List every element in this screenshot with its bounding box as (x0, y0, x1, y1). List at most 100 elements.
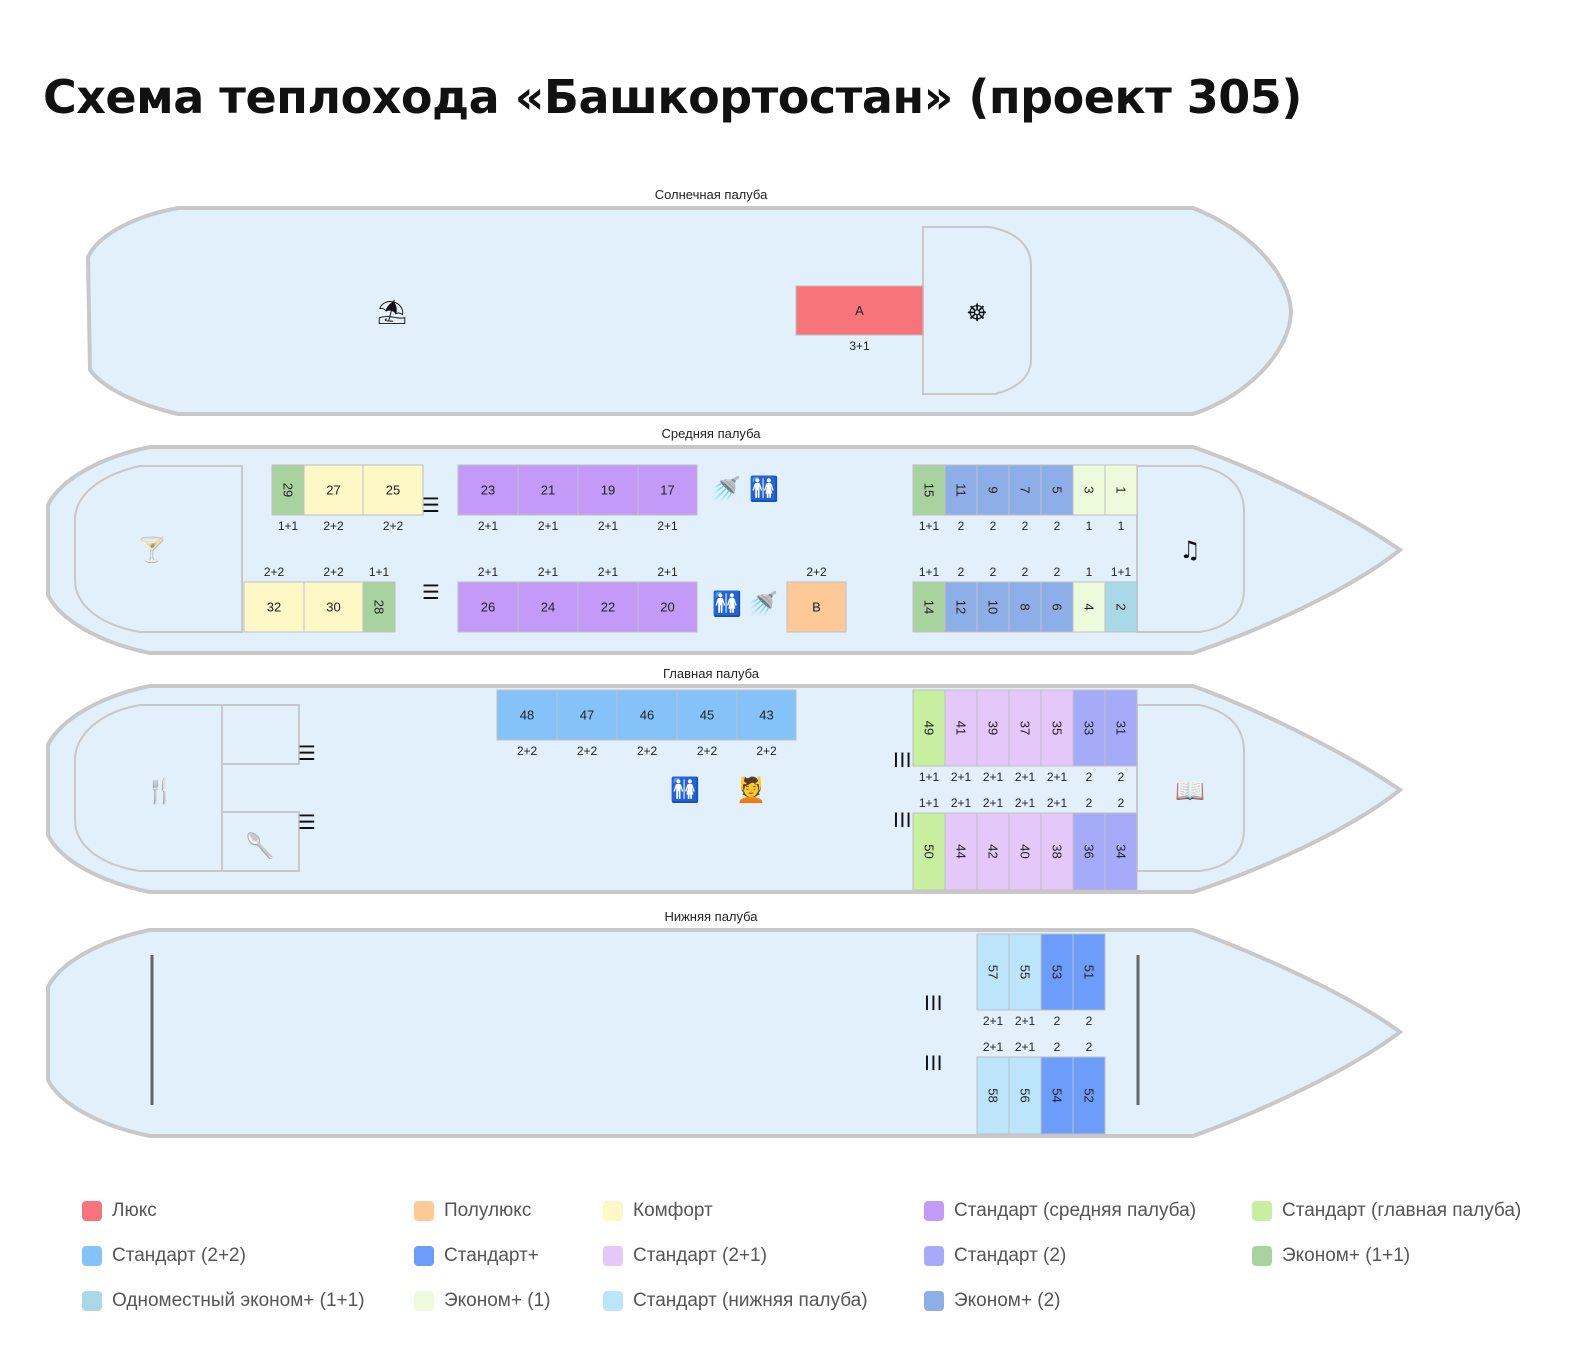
cabin-17[interactable]: 172+1 (637, 464, 698, 533)
cabin-box[interactable] (912, 812, 946, 891)
cabin-26[interactable]: 262+1 (457, 565, 519, 633)
cabin-box[interactable] (1104, 689, 1138, 767)
cabin-box[interactable] (1072, 1056, 1106, 1135)
cabin-31[interactable]: 312 (1104, 689, 1138, 784)
cabin-box[interactable] (577, 581, 639, 633)
cabin-10[interactable]: 102 (976, 565, 1010, 633)
cabin-box[interactable] (912, 464, 946, 516)
cabin-7[interactable]: 72 (1008, 464, 1042, 533)
cabin-box[interactable] (303, 581, 364, 633)
cabin-box[interactable] (736, 689, 797, 741)
cabin-29[interactable]: 291+1 (271, 464, 305, 533)
cabin-50[interactable]: 501+1 (912, 796, 946, 891)
cabin-box[interactable] (1104, 812, 1138, 891)
cabin-box[interactable] (1008, 812, 1042, 891)
cabin-box[interactable] (976, 1056, 1010, 1135)
cabin-27[interactable]: 272+2 (303, 464, 364, 533)
cabin-box[interactable] (1072, 464, 1106, 516)
cabin-box[interactable] (944, 689, 978, 767)
cabin-57[interactable]: 572+1 (976, 933, 1010, 1028)
cabin-box[interactable] (637, 581, 698, 633)
cabin-37[interactable]: 372+1 (1008, 689, 1042, 784)
cabin-32[interactable]: 322+2 (243, 565, 305, 633)
cabin-46[interactable]: 462+2 (616, 689, 678, 758)
cabin-30[interactable]: 302+2 (303, 565, 364, 633)
cabin-22[interactable]: 222+1 (577, 565, 639, 633)
cabin-44[interactable]: 442+1 (944, 796, 978, 891)
cabin-35[interactable]: 352+1 (1040, 689, 1074, 784)
cabin-2[interactable]: 21+1 (1104, 565, 1138, 633)
cabin-box[interactable] (944, 464, 978, 516)
cabin-box[interactable] (795, 285, 924, 336)
cabin-38[interactable]: 382+1 (1040, 796, 1074, 891)
cabin-box[interactable] (517, 464, 579, 516)
cabin-box[interactable] (556, 689, 618, 741)
cabin-box[interactable] (517, 581, 579, 633)
cabin-box[interactable] (457, 464, 519, 516)
cabin-52[interactable]: 522 (1072, 1040, 1106, 1135)
cabin-box[interactable] (362, 581, 396, 633)
cabin-23[interactable]: 232+1 (457, 464, 519, 533)
cabin-box[interactable] (676, 689, 738, 741)
cabin-9[interactable]: 92 (976, 464, 1010, 533)
cabin-20[interactable]: 202+1 (637, 565, 698, 633)
cabin-24[interactable]: 242+1 (517, 565, 579, 633)
cabin-box[interactable] (944, 812, 978, 891)
cabin-box[interactable] (616, 689, 678, 741)
cabin-box[interactable] (1008, 464, 1042, 516)
cabin-box[interactable] (271, 464, 305, 516)
cabin-box[interactable] (1040, 1056, 1074, 1135)
cabin-box[interactable] (912, 689, 946, 767)
cabin-34[interactable]: 342 (1104, 796, 1138, 891)
cabin-box[interactable] (362, 464, 424, 516)
cabin-box[interactable] (1040, 812, 1074, 891)
cabin-39[interactable]: 392+1 (976, 689, 1010, 784)
cabin-A[interactable]: A3+1 (795, 285, 924, 353)
cabin-box[interactable] (1008, 1056, 1042, 1135)
cabin-3[interactable]: 31 (1072, 464, 1106, 533)
cabin-8[interactable]: 82 (1008, 565, 1042, 633)
cabin-53[interactable]: 532 (1040, 933, 1074, 1028)
cabin-box[interactable] (457, 581, 519, 633)
cabin-21[interactable]: 212+1 (517, 464, 579, 533)
cabin-54[interactable]: 542 (1040, 1040, 1074, 1135)
cabin-40[interactable]: 402+1 (1008, 796, 1042, 891)
cabin-12[interactable]: 122 (944, 565, 978, 633)
cabin-box[interactable] (637, 464, 698, 516)
cabin-box[interactable] (1008, 581, 1042, 633)
cabin-box[interactable] (976, 689, 1010, 767)
cabin-33[interactable]: 332 (1072, 689, 1106, 784)
cabin-B[interactable]: B2+2 (786, 565, 847, 633)
cabin-14[interactable]: 141+1 (912, 565, 946, 633)
cabin-box[interactable] (1040, 933, 1074, 1011)
cabin-41[interactable]: 412+1 (944, 689, 978, 784)
cabin-1[interactable]: 11 (1104, 464, 1138, 533)
cabin-box[interactable] (912, 581, 946, 633)
cabin-box[interactable] (1008, 689, 1042, 767)
cabin-box[interactable] (1104, 464, 1138, 516)
cabin-55[interactable]: 552+1 (1008, 933, 1042, 1028)
cabin-box[interactable] (786, 581, 847, 633)
cabin-43[interactable]: 432+2 (736, 689, 797, 758)
cabin-box[interactable] (1104, 581, 1138, 633)
cabin-box[interactable] (976, 812, 1010, 891)
cabin-45[interactable]: 452+2 (676, 689, 738, 758)
cabin-box[interactable] (303, 464, 364, 516)
cabin-11[interactable]: 112 (944, 464, 978, 533)
cabin-box[interactable] (944, 581, 978, 633)
cabin-box[interactable] (243, 581, 305, 633)
cabin-49[interactable]: 491+1 (912, 689, 946, 784)
cabin-box[interactable] (496, 689, 558, 741)
cabin-19[interactable]: 192+1 (577, 464, 639, 533)
cabin-box[interactable] (1040, 689, 1074, 767)
cabin-48[interactable]: 482+2 (496, 689, 558, 758)
cabin-box[interactable] (1008, 933, 1042, 1011)
cabin-58[interactable]: 582+1 (976, 1040, 1010, 1135)
cabin-51[interactable]: 512 (1072, 933, 1106, 1028)
cabin-box[interactable] (1072, 812, 1106, 891)
cabin-42[interactable]: 422+1 (976, 796, 1010, 891)
cabin-box[interactable] (976, 464, 1010, 516)
cabin-box[interactable] (976, 933, 1010, 1011)
cabin-56[interactable]: 562+1 (1008, 1040, 1042, 1135)
cabin-47[interactable]: 472+2 (556, 689, 618, 758)
